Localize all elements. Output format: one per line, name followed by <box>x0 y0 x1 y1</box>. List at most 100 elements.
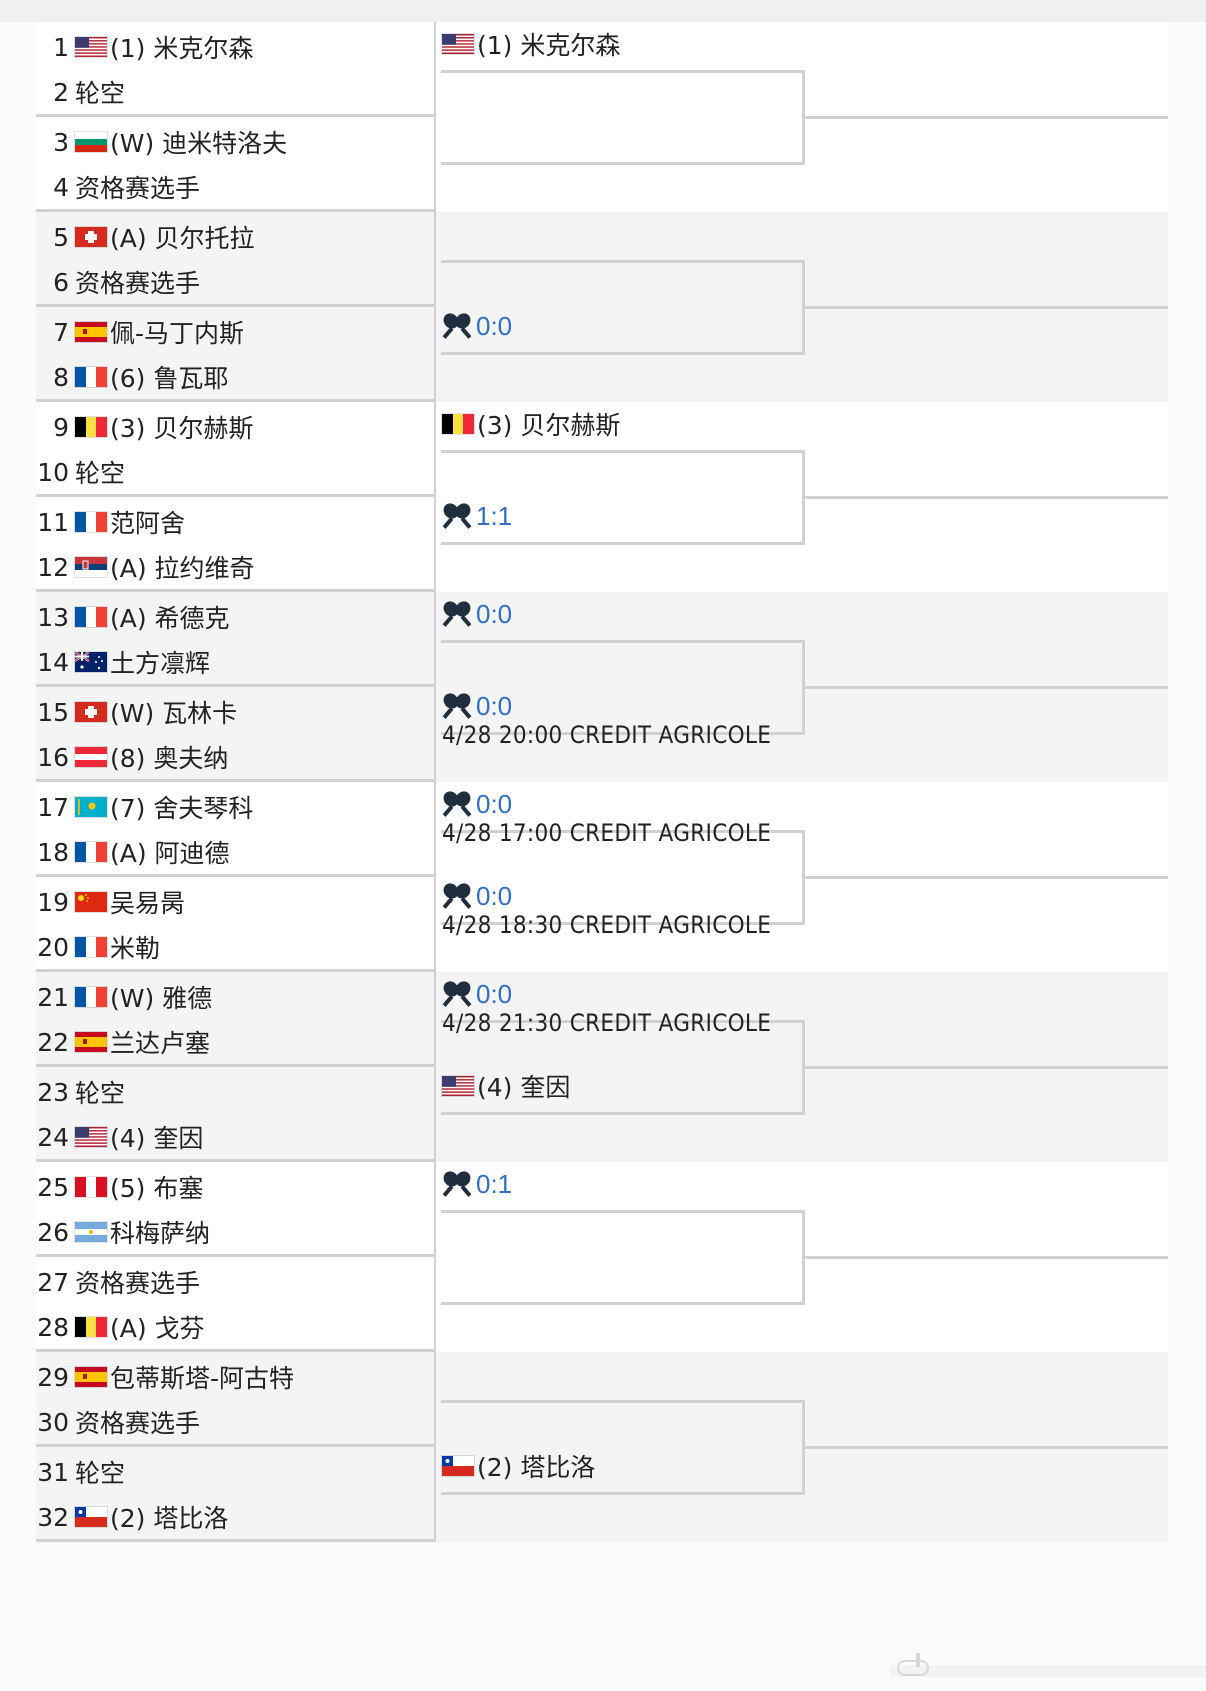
second-round-match[interactable] <box>441 260 805 355</box>
draw-position: 5 <box>53 222 69 252</box>
player-name: 佩-马丁内斯 <box>110 319 245 348</box>
first-round-match[interactable] <box>36 1067 436 1162</box>
head-to-head[interactable]: 0:0 <box>442 786 512 822</box>
first-round-match[interactable] <box>36 1447 436 1542</box>
h2h-score[interactable]: 0:0 <box>476 978 513 1009</box>
second-round-match[interactable] <box>441 640 805 735</box>
player-row[interactable]: 9(3) 贝尔赫斯 <box>36 407 428 447</box>
first-round-match[interactable] <box>36 402 436 497</box>
draw-position: 1 <box>53 32 69 62</box>
first-round-match[interactable] <box>36 307 436 402</box>
h2h-score[interactable]: 0:0 <box>476 788 513 819</box>
player-row[interactable]: 12(A) 拉约维奇 <box>36 547 428 587</box>
head-to-head[interactable]: 0:0 <box>442 878 512 914</box>
second-round-match[interactable] <box>441 1400 805 1495</box>
player-row[interactable]: 24(4) 奎因 <box>36 1117 428 1157</box>
top-bar <box>0 0 1206 22</box>
bracket-connector <box>805 1066 1168 1069</box>
player-row[interactable]: 17(7) 舍夫琴科 <box>36 787 428 827</box>
first-round-match[interactable] <box>36 592 436 687</box>
advanced-player[interactable]: (2) 塔比洛 <box>442 1448 595 1484</box>
h2h-score[interactable]: 0:0 <box>476 310 513 341</box>
head-to-head[interactable]: 0:0 <box>442 688 512 724</box>
first-round-match[interactable] <box>36 1257 436 1352</box>
player-name: 包蒂斯塔-阿古特 <box>110 1364 295 1393</box>
first-round-match[interactable] <box>36 117 436 212</box>
player-row[interactable]: 32(2) 塔比洛 <box>36 1497 428 1537</box>
h2h-score[interactable]: 0:1 <box>476 1168 513 1199</box>
player-name: (W) 迪米特洛夫 <box>110 129 288 158</box>
crossed-rackets-icon <box>442 313 472 339</box>
second-round-match[interactable] <box>441 1210 805 1305</box>
player-name: 资格赛选手 <box>75 269 201 298</box>
h2h-score[interactable]: 1:1 <box>476 500 513 531</box>
h2h-score[interactable]: 0:0 <box>476 690 513 721</box>
player-name: 资格赛选手 <box>75 174 201 203</box>
first-round-match[interactable] <box>36 1162 436 1257</box>
player-row[interactable]: 8(6) 鲁瓦耶 <box>36 357 428 397</box>
draw-position: 31 <box>37 1457 69 1487</box>
player-row[interactable]: 28(A) 戈芬 <box>36 1307 428 1347</box>
h2h-score[interactable]: 0:0 <box>476 598 513 629</box>
player-name: 轮空 <box>75 79 126 108</box>
head-to-head[interactable]: 0:0 <box>442 976 512 1012</box>
second-round-match[interactable] <box>441 70 805 165</box>
draw-position: 17 <box>37 792 69 822</box>
player-row[interactable]: 25(5) 布塞 <box>36 1167 428 1207</box>
es-flag-icon <box>75 1367 107 1387</box>
first-round-match[interactable] <box>36 972 436 1067</box>
player-name: (1) 米克尔森 <box>110 34 254 63</box>
first-round-match[interactable] <box>36 22 436 117</box>
advanced-player[interactable]: (1) 米克尔森 <box>442 26 620 62</box>
player-row[interactable]: 15(W) 瓦林卡 <box>36 692 428 732</box>
head-to-head[interactable]: 1:1 <box>442 498 512 534</box>
first-round-match[interactable] <box>36 1352 436 1447</box>
first-round-match[interactable] <box>36 877 436 972</box>
second-round-match[interactable] <box>441 450 805 545</box>
advanced-player[interactable]: (4) 奎因 <box>442 1068 570 1104</box>
head-to-head[interactable]: 0:0 <box>442 308 512 344</box>
advanced-player[interactable]: (3) 贝尔赫斯 <box>442 406 620 442</box>
second-round-match[interactable] <box>441 830 805 925</box>
first-round-match[interactable] <box>36 497 436 592</box>
player-row[interactable]: 5(A) 贝尔托拉 <box>36 217 428 257</box>
bg-flag-icon <box>75 132 107 152</box>
second-round-match[interactable] <box>441 1020 805 1115</box>
first-round-match[interactable] <box>36 212 436 307</box>
be-flag-icon <box>442 414 474 434</box>
h2h-score[interactable]: 0:0 <box>476 880 513 911</box>
expand-icon[interactable] <box>896 1653 936 1677</box>
first-round-match[interactable] <box>36 782 436 877</box>
head-to-head[interactable]: 0:1 <box>442 1166 512 1202</box>
head-to-head[interactable]: 0:0 <box>442 596 512 632</box>
player-row[interactable]: 21(W) 雅德 <box>36 977 428 1017</box>
player-row[interactable]: 18(A) 阿迪德 <box>36 832 428 872</box>
draw-position: 24 <box>37 1122 69 1152</box>
player-name: 米勒 <box>110 934 161 963</box>
at-flag-icon <box>75 747 107 767</box>
player-row[interactable]: 3(W) 迪米特洛夫 <box>36 122 428 162</box>
player-row[interactable]: 13(A) 希德克 <box>36 597 428 637</box>
crossed-rackets-icon <box>442 1171 472 1197</box>
player-row[interactable]: 1 (1) 米克尔森 <box>36 27 428 67</box>
draw-position: 6 <box>53 267 69 297</box>
player-name: 资格赛选手 <box>75 1269 201 1298</box>
player-row[interactable]: 16(8) 奥夫纳 <box>36 737 428 777</box>
first-round-match[interactable] <box>36 687 436 782</box>
